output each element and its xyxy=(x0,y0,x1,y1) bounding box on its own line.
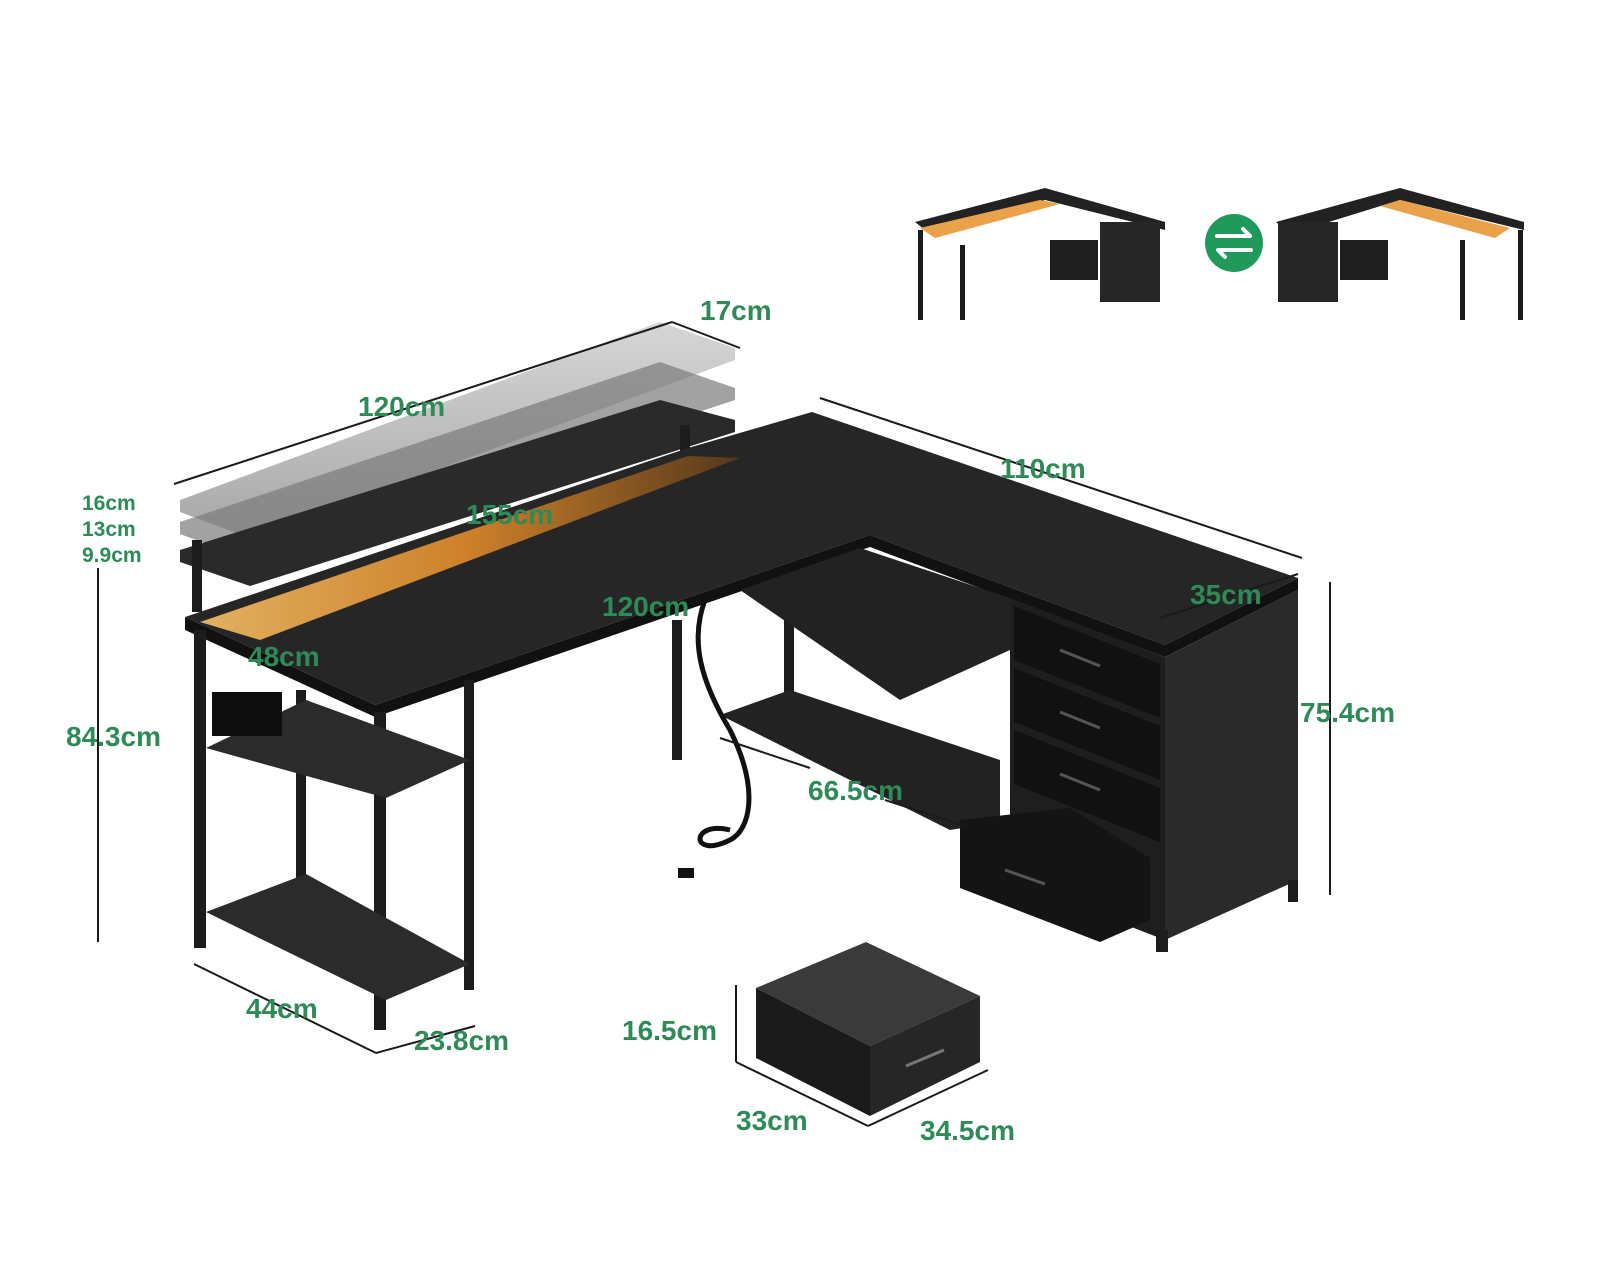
label-inner-length: 120cm xyxy=(602,591,689,622)
drawer-handle-2 xyxy=(1059,710,1101,730)
power-plug xyxy=(678,868,694,878)
drawer-detail-left xyxy=(756,988,870,1116)
dim-line-return-length xyxy=(819,397,1303,559)
label-return-depth: 35cm xyxy=(1190,579,1262,610)
label-total-height: 84.3cm xyxy=(66,721,161,752)
thumb-left-cabinet xyxy=(1100,222,1160,302)
thumb-left-shelf xyxy=(1050,240,1098,280)
thumb-left-leg-2 xyxy=(960,245,965,320)
left-leg-back xyxy=(296,690,306,880)
dimension-labels: 17cm 120cm 155cm 110cm 120cm 48cm 35cm 1… xyxy=(66,295,1395,1146)
middle-leg-front xyxy=(672,620,682,760)
label-hutch-depth: 17cm xyxy=(700,295,772,326)
config-thumbnail-left xyxy=(915,188,1165,320)
power-cable xyxy=(695,599,752,849)
dim-line-drawer-width xyxy=(867,1069,989,1127)
config-thumbnail-right xyxy=(1276,188,1524,320)
drawer-handle-3 xyxy=(1059,772,1101,792)
drawer-detail-right xyxy=(870,996,980,1116)
label-return-length: 110cm xyxy=(1000,453,1086,484)
return-shelf-lower xyxy=(720,690,1000,830)
swap-arrows-icon xyxy=(1205,214,1263,272)
dim-line-drawer-depth xyxy=(735,1061,869,1127)
left-leg-inner-back xyxy=(464,680,474,990)
desk-top-inner-edge xyxy=(375,535,870,717)
dim-line-cable-b xyxy=(884,799,966,827)
desk-top-return-edge xyxy=(870,535,1165,657)
left-leg-front xyxy=(194,630,206,948)
thumb-right-leg-1 xyxy=(1460,240,1465,320)
dim-line-hutch-depth xyxy=(671,321,741,349)
desk-top-main xyxy=(185,412,1298,705)
hutch-shelf-bottom xyxy=(180,400,735,586)
dim-line-shelf-width xyxy=(375,1025,476,1054)
label-hutch-h3: 9.9cm xyxy=(82,544,142,567)
thumb-right-cabinet xyxy=(1278,222,1338,302)
cabinet-leg-1 xyxy=(1156,930,1168,952)
main-desk-illustration xyxy=(180,322,1298,1030)
drawer-handle-4 xyxy=(1004,868,1046,886)
desk-top-end-edge xyxy=(1165,578,1298,657)
label-desk-height: 75.4cm xyxy=(1300,697,1395,728)
led-glow xyxy=(200,456,740,640)
thumb-right-shelf xyxy=(1340,240,1388,280)
label-desk-length: 155cm xyxy=(466,499,553,530)
label-drawer-depth: 33cm xyxy=(736,1105,808,1136)
dimension-lines xyxy=(97,321,1331,1127)
thumb-left-led xyxy=(920,200,1060,238)
drawer-detail-handle xyxy=(905,1048,945,1068)
thumb-right-leg-2 xyxy=(1518,230,1523,320)
cabinet-leg-2 xyxy=(1288,880,1298,902)
dim-line-cable xyxy=(719,737,811,769)
label-hutch-width: 120cm xyxy=(358,391,445,422)
middle-leg-back xyxy=(784,588,794,708)
dim-line-return-depth xyxy=(1159,573,1299,619)
drawer-detail-illustration xyxy=(756,942,980,1116)
label-drawer-width: 34.5cm xyxy=(920,1115,1015,1146)
label-drawer-height: 16.5cm xyxy=(622,1015,717,1046)
desk-top-front-edge xyxy=(185,617,375,717)
label-hutch-h2: 13cm xyxy=(82,518,136,541)
left-shelf-bottom xyxy=(206,874,470,1000)
drawer-handle-1 xyxy=(1059,648,1101,668)
thumb-left-leg-1 xyxy=(918,230,923,320)
drawer-4-open xyxy=(960,808,1150,942)
label-shelf-depth: 44cm xyxy=(246,993,318,1024)
label-cable-length: 66.5cm xyxy=(808,775,903,806)
label-shelf-width: 23.8cm xyxy=(414,1025,509,1056)
power-outlet-box xyxy=(212,692,282,736)
label-hutch-h1: 16cm xyxy=(82,492,136,515)
hutch-leg-left xyxy=(192,540,202,612)
drawer-cabinet-side xyxy=(1165,590,1298,940)
return-shelf-upper xyxy=(740,548,1010,700)
label-desk-depth: 48cm xyxy=(248,641,320,672)
dim-line-hutch-width xyxy=(173,321,673,485)
thumb-right-led xyxy=(1380,200,1510,238)
dim-line-shelf-depth xyxy=(193,963,377,1054)
drawer-detail-top xyxy=(756,942,980,1046)
